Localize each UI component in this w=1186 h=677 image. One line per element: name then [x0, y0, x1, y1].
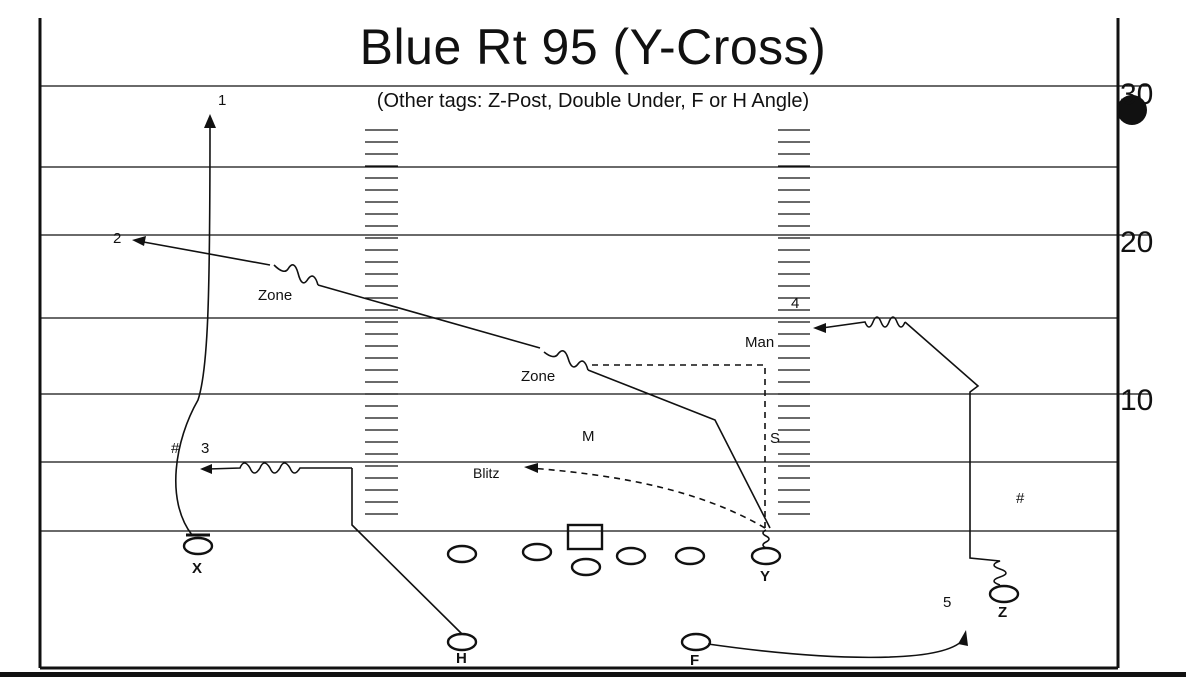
route-2-mid [317, 284, 541, 349]
center-symbol [566, 523, 604, 551]
player-h-symbol [446, 632, 478, 652]
route-2-arrowhead [132, 236, 146, 246]
lineman-1 [446, 544, 478, 564]
yard-number-middle: 20 [1120, 226, 1154, 259]
player-x-symbol [182, 536, 214, 556]
route-5-arrowhead [958, 630, 968, 646]
defender-mike: M [582, 428, 595, 445]
route-number-3: 3 [201, 440, 210, 457]
route-number-2: 2 [113, 230, 122, 247]
blitz-arrowhead [524, 463, 538, 473]
blitz-path [529, 467, 766, 529]
route-number-1: 1 [218, 92, 227, 109]
route-1-arrowhead [204, 114, 216, 128]
hash-mark-left: # [171, 440, 180, 457]
man-label: Man [745, 334, 775, 351]
route-4-squiggle [821, 316, 906, 329]
hash-marks [365, 129, 810, 515]
quarterback-symbol [570, 557, 602, 577]
routes [132, 114, 1007, 659]
yard-number-bottom: 10 [1120, 384, 1154, 417]
route-z-stem [904, 321, 1007, 586]
scan-edge [0, 672, 1186, 677]
y-block-squiggle [762, 529, 770, 549]
player-x-label: X [192, 560, 203, 577]
route-3-squiggle [207, 462, 352, 474]
player-h-label: H [456, 650, 467, 667]
zone-label-deep: Zone [258, 287, 293, 304]
defender-sam: S [770, 430, 781, 447]
hash-mark-right: # [1016, 490, 1025, 507]
player-y-label: Y [760, 568, 771, 585]
field-border [38, 18, 1120, 670]
player-z-symbol [988, 584, 1020, 604]
zone-label-short: Zone [521, 368, 556, 385]
yard-number-top: 30 [1120, 78, 1154, 111]
route-f [707, 639, 964, 659]
route-4-arrowhead [813, 323, 826, 333]
route-3-arrowhead [200, 464, 212, 474]
lineman-2 [521, 542, 553, 562]
route-2-squiggle-short [543, 350, 589, 371]
lineman-4 [674, 546, 706, 566]
route-x-go [175, 124, 211, 536]
route-h-shaft [351, 468, 463, 635]
player-y-symbol [750, 546, 782, 566]
route-number-4: 4 [791, 295, 800, 312]
player-f-symbol [680, 632, 712, 652]
player-f-label: F [690, 652, 700, 669]
route-2-squiggle-deep [273, 264, 319, 286]
play-title: Blue Rt 95 (Y-Cross) [359, 19, 827, 75]
blitz-label: Blitz [473, 465, 500, 481]
route-number-5: 5 [943, 594, 952, 611]
players [182, 523, 1020, 652]
play-subtitle: (Other tags: Z-Post, Double Under, F or … [376, 90, 810, 112]
yard-lines [40, 85, 1150, 532]
route-2-end [137, 240, 271, 266]
player-z-label: Z [998, 604, 1008, 621]
route-y-dashed [588, 364, 766, 528]
route-2 [587, 369, 771, 529]
binder-hole [1117, 95, 1147, 125]
lineman-3 [615, 546, 647, 566]
